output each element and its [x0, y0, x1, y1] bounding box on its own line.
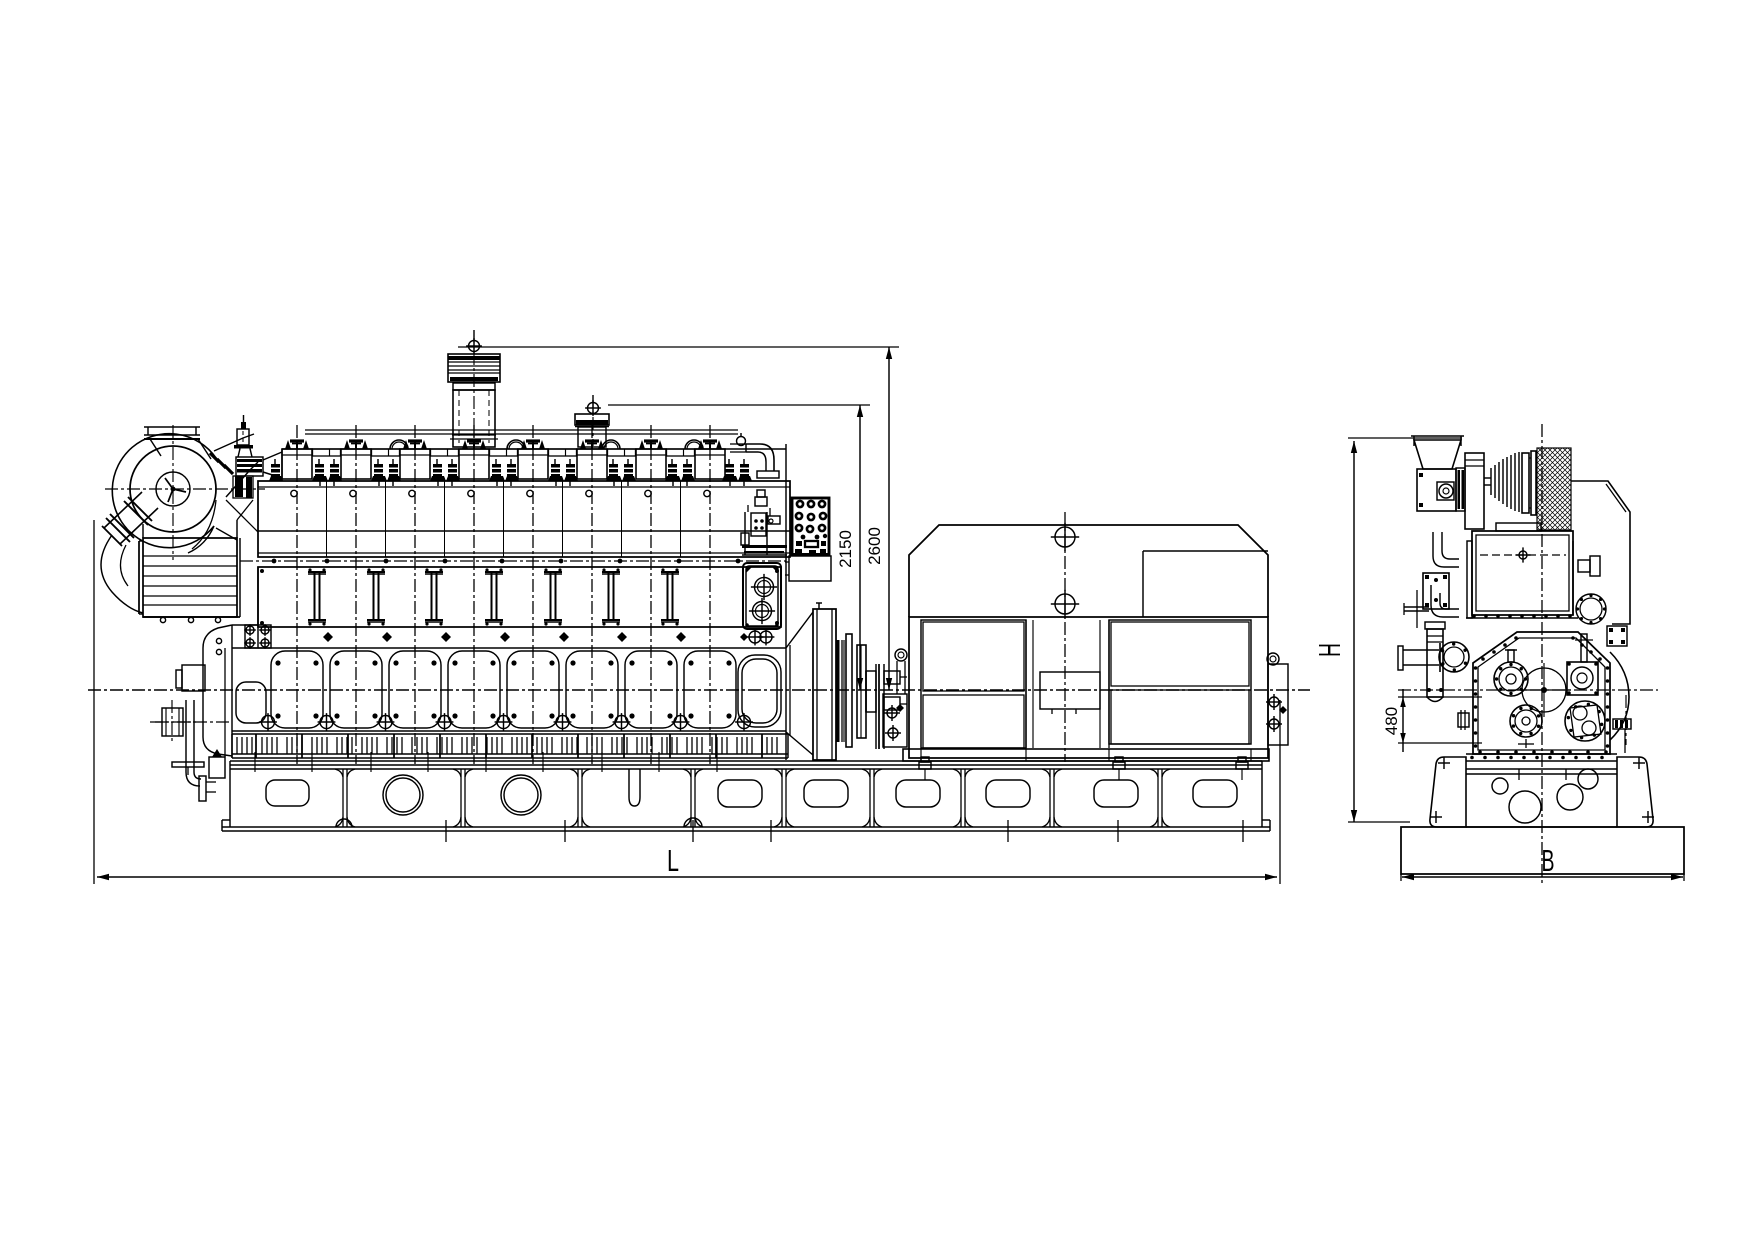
svg-text:H: H	[1312, 643, 1347, 657]
svg-text:B: B	[1542, 843, 1555, 878]
svg-text:L: L	[667, 843, 679, 878]
svg-text:480: 480	[1382, 707, 1401, 735]
svg-text:2150: 2150	[836, 530, 855, 568]
svg-text:2600: 2600	[865, 527, 884, 565]
